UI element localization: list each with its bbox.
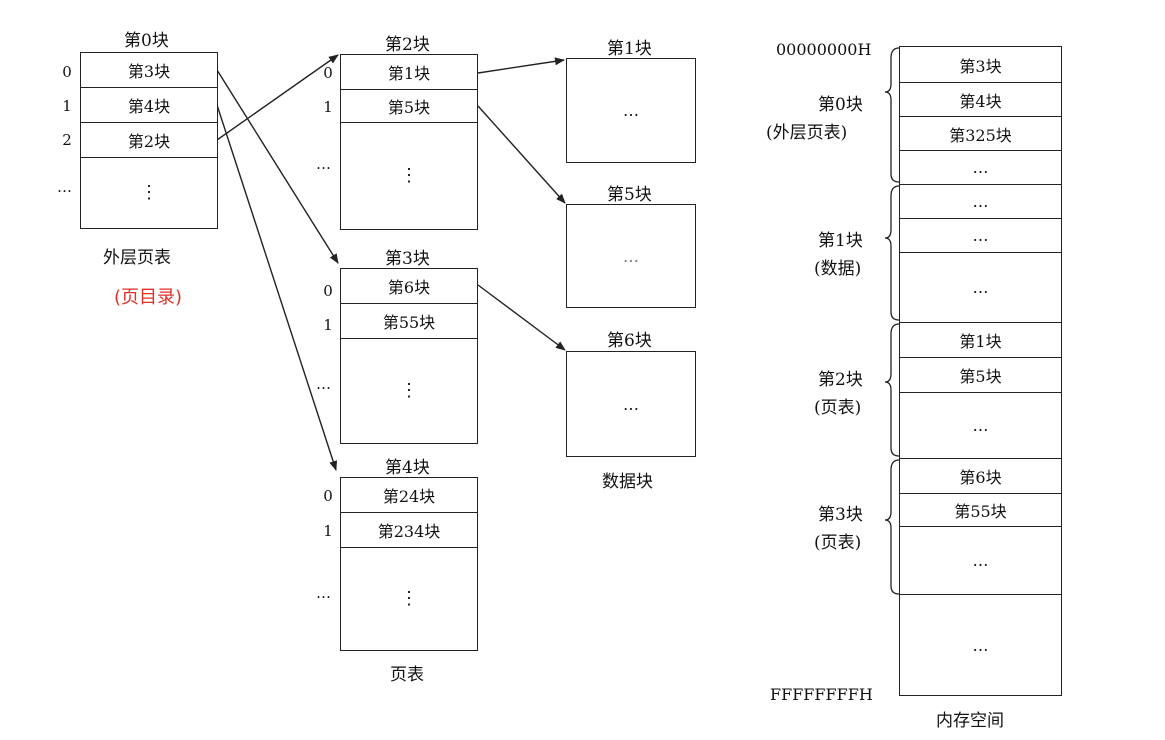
memory-g2-cell-2: … (900, 393, 1061, 459)
page-table-2-index-2: … (316, 155, 331, 173)
page-table-3-cell-2: ⋮ (400, 380, 418, 401)
outer-table-caption: 外层页表 (103, 248, 171, 268)
memory-g0-label: 第0块 (818, 95, 863, 115)
page-table-3-cell-0: 第6块 (341, 269, 477, 304)
memory-g1-cell-2: … (900, 253, 1061, 323)
memory-caption: 内存空间 (936, 711, 1004, 731)
memory-g3-cell-1: 第55块 (900, 494, 1061, 527)
page-table-3: 第6块 第55块 ⋮ (340, 268, 478, 444)
arrow-pt2-1-to-data5 (477, 105, 566, 204)
page-table-4-index-0: 0 (323, 487, 333, 505)
memory-g1-sublabel: (数据) (814, 259, 862, 279)
page-table-3-cell-1: 第55块 (341, 304, 477, 339)
page-table-4-index-1: 1 (323, 522, 333, 540)
page-table-3-index-0: 0 (323, 282, 333, 300)
memory-tail-cell: … (972, 635, 989, 655)
arrow-outer2-to-pt2 (216, 54, 339, 141)
arrow-outer0-to-pt3 (216, 69, 339, 264)
page-table-4: 第24块 第234块 ⋮ (340, 477, 478, 651)
brace-group-0 (884, 47, 900, 183)
data-block-5: … (566, 204, 696, 308)
memory-g2-sublabel: (页表) (814, 398, 862, 418)
outer-cell-3: ⋮ (140, 182, 158, 203)
outer-table-title: 第0块 (124, 31, 169, 51)
memory-g1-cell-1: … (900, 219, 1061, 253)
memory-g2-cell-1: 第5块 (900, 358, 1061, 393)
page-table-2-cell-0: 第1块 (341, 55, 477, 90)
page-table-2-title: 第2块 (385, 35, 430, 55)
arrow-pt3-0-to-data6 (477, 284, 566, 351)
data-block-1-title: 第1块 (607, 39, 652, 59)
page-table-3-index-1: 1 (323, 316, 333, 334)
data-block-1: … (566, 58, 696, 163)
page-table-2-cell-1: 第5块 (341, 90, 477, 123)
memory-g3-sublabel: (页表) (814, 533, 862, 553)
outer-cell-2: 第2块 (81, 123, 217, 158)
page-table-4-index-2: … (316, 584, 331, 602)
data-block-5-title: 第5块 (607, 185, 652, 205)
page-table-3-title: 第3块 (385, 249, 430, 269)
memory-g0-cell-1: 第4块 (900, 83, 1061, 117)
outer-cell-0: 第3块 (81, 53, 217, 88)
page-table-2-cell-2: ⋮ (400, 165, 418, 186)
arrow-pt2-0-to-data1 (477, 57, 565, 74)
brace-group-3 (884, 459, 900, 595)
page-table-2-index-1: 1 (323, 98, 333, 116)
outer-cell-1: 第4块 (81, 88, 217, 123)
memory-g0-cell-2: 第325块 (900, 117, 1061, 151)
memory-g2-cell-0: 第1块 (900, 323, 1061, 358)
page-table-4-cell-0: 第24块 (341, 478, 477, 513)
memory-g3-cell-2: … (900, 527, 1061, 595)
memory-space: 第3块 第4块 第325块 … … … … 第1块 第5块 … 第6块 第55块… (899, 46, 1062, 696)
outer-index-1: 1 (62, 97, 72, 115)
data-blocks-caption: 数据块 (602, 472, 653, 492)
outer-page-table: 第3块 第4块 第2块 ⋮ (80, 52, 218, 229)
page-table-2-index-0: 0 (323, 64, 333, 82)
brace-group-1 (884, 185, 900, 321)
memory-end-address: FFFFFFFFH (770, 685, 873, 704)
page-tables-caption: 页表 (390, 665, 424, 685)
memory-g0-cell-3: … (900, 151, 1061, 185)
arrow-outer1-to-pt4 (216, 104, 338, 471)
outer-index-3: … (57, 178, 72, 196)
data-block-6-title: 第6块 (607, 331, 652, 351)
memory-g2-label: 第2块 (818, 370, 863, 390)
page-table-4-cell-2: ⋮ (400, 588, 418, 609)
memory-g0-cell-0: 第3块 (900, 47, 1061, 83)
memory-g3-label: 第3块 (818, 505, 863, 525)
page-table-3-index-2: … (316, 375, 331, 393)
page-table-4-title: 第4块 (385, 458, 430, 478)
memory-g0-sublabel: (外层页表) (766, 123, 848, 143)
memory-g1-cell-0: … (900, 185, 1061, 219)
outer-index-2: 2 (62, 131, 72, 149)
memory-g1-label: 第1块 (818, 231, 863, 251)
brace-group-2 (884, 323, 900, 457)
outer-index-0: 0 (62, 63, 72, 81)
memory-start-address: 00000000H (776, 40, 872, 59)
outer-table-subcaption: (页目录) (114, 287, 183, 308)
memory-g3-cell-0: 第6块 (900, 459, 1061, 494)
page-table-4-cell-1: 第234块 (341, 513, 477, 548)
data-block-6: … (566, 351, 696, 457)
page-table-2: 第1块 第5块 ⋮ (340, 54, 478, 230)
